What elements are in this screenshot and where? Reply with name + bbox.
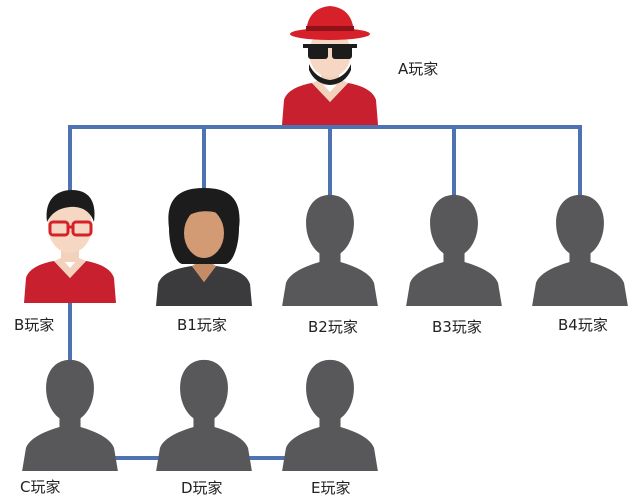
silhouette-b4-icon bbox=[532, 194, 628, 306]
connector-lines bbox=[68, 116, 582, 460]
label-b2: B2玩家 bbox=[308, 318, 358, 336]
silhouette-b2-icon bbox=[282, 194, 378, 306]
label-b3: B3玩家 bbox=[432, 318, 482, 336]
silhouette-d-icon bbox=[156, 359, 252, 471]
label-b4: B4玩家 bbox=[558, 316, 608, 334]
label-b1: B1玩家 bbox=[177, 316, 227, 334]
silhouette-b3-icon bbox=[406, 194, 502, 306]
avatar-a-red-hat-glasses-icon bbox=[282, 6, 378, 125]
label-e: E玩家 bbox=[311, 479, 351, 497]
silhouette-c-icon bbox=[22, 359, 118, 471]
label-c: C玩家 bbox=[20, 478, 61, 496]
avatar-b-red-glasses-icon bbox=[24, 190, 116, 303]
label-b: B玩家 bbox=[14, 316, 55, 334]
label-d: D玩家 bbox=[181, 479, 223, 497]
avatar-b1-woman-bob-hair-icon bbox=[156, 188, 252, 306]
silhouette-e-icon bbox=[282, 359, 378, 471]
label-a: A玩家 bbox=[398, 60, 439, 78]
